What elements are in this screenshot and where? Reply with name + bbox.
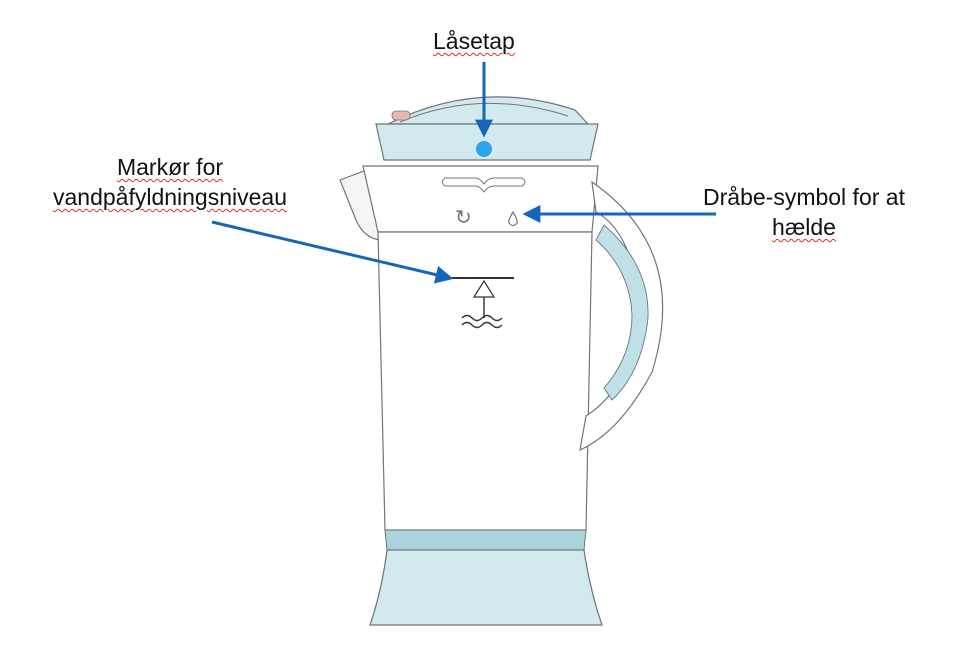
water-marker-arrow [211,220,454,284]
water-marker-line2: vandpåfyldningsniveau [52,184,287,210]
drop-symbol-line1: Dråbe-symbol for at [703,184,905,210]
swirl-icon: ↻ [455,205,472,229]
jug-body [377,231,593,531]
base [369,529,603,626]
water-marker-line1: Markør for [116,154,224,180]
water-marker-label: Markør for vandpåfyldningsniveau [20,152,320,212]
water-level-marker [452,277,514,329]
lock-tab-text: Låsetap [433,28,515,54]
collar [362,165,599,233]
lock-tab-dot [476,141,492,157]
lock-slot [442,177,526,193]
drop-symbol-label: Dråbe-symbol for at hælde [678,182,930,242]
lid-release-button [391,110,411,121]
drop-symbol-line2: hælde [772,214,836,240]
handle [579,180,664,452]
drop-icon [508,210,518,227]
lock-tab-label: Låsetap [433,26,515,56]
